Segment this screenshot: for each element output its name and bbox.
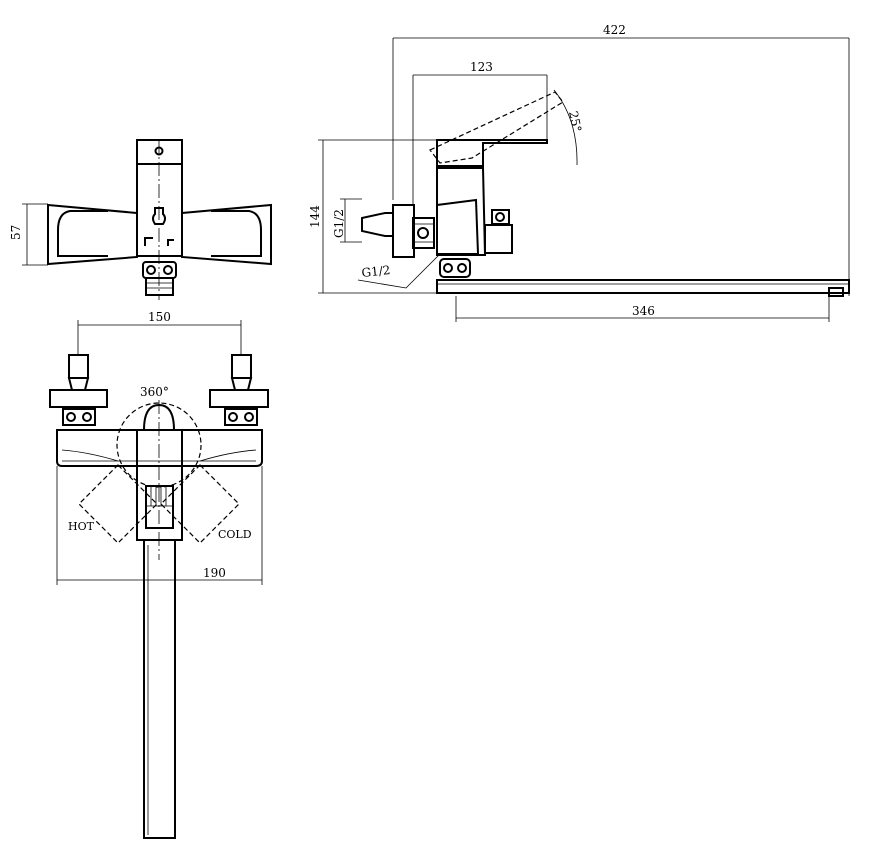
dim-lever-angle: 25° bbox=[566, 110, 584, 134]
dim-inlet-thread: G1/2 bbox=[332, 209, 346, 238]
dim-width: 190 bbox=[203, 566, 226, 580]
dim-spout-length: 346 bbox=[632, 304, 655, 318]
dim-centers: 150 bbox=[148, 310, 171, 324]
side-view: 422 123 25° G1/2 bbox=[308, 23, 850, 322]
dim-outlet-thread: G1/2 bbox=[361, 263, 391, 280]
dim-overall-length: 422 bbox=[603, 23, 626, 37]
dim-lever-reach: 123 bbox=[470, 60, 493, 74]
dim-height: 144 bbox=[308, 205, 322, 228]
front-view: 57 bbox=[9, 139, 272, 300]
dim-rotation: 360° bbox=[140, 385, 169, 399]
label-hot: HOT bbox=[68, 520, 95, 533]
label-cold: COLD bbox=[218, 528, 252, 541]
top-view: 150 360° bbox=[49, 310, 269, 839]
dim-front-height: 57 bbox=[9, 225, 23, 240]
